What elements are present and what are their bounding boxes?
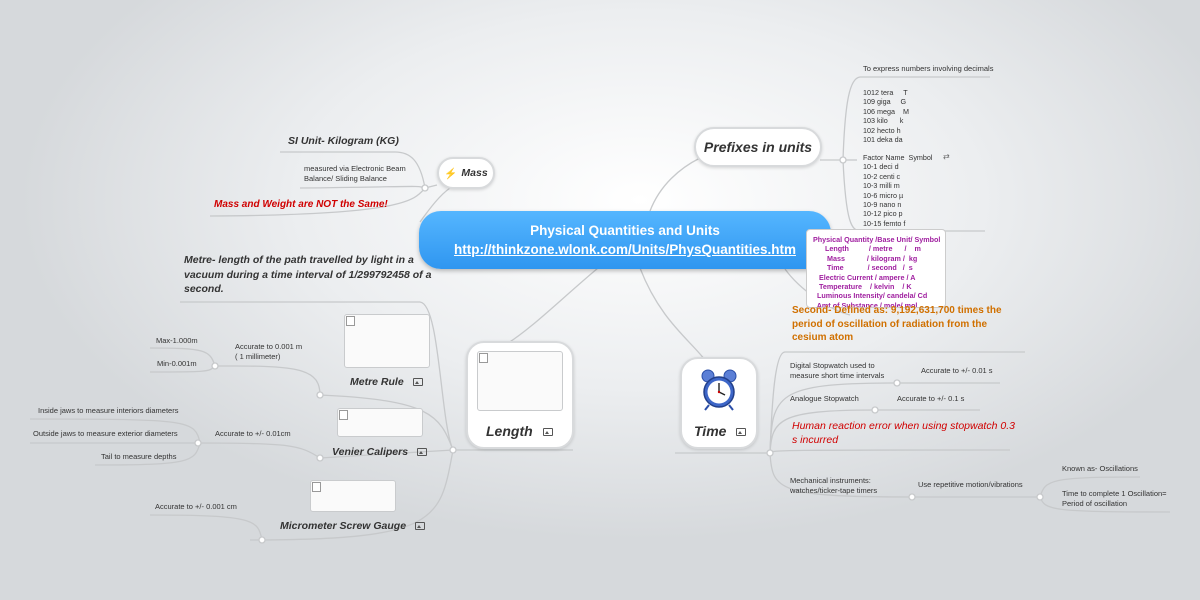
- prefixes-topic[interactable]: Prefixes in units: [694, 127, 822, 167]
- analogue-accuracy: Accurate to +/- 0.1 s: [897, 394, 965, 403]
- image-icon: [417, 448, 427, 457]
- oscillations-note: Known as- Oscillations: [1062, 464, 1138, 473]
- micrometer-accuracy: Accurate to +/- 0.001 cm: [155, 502, 237, 511]
- repetitive-motion: Use repetitive motion/vibrations: [918, 480, 1023, 489]
- time-label: Time: [694, 423, 727, 439]
- prefixes-small-list: Factor Name Symbol 10-1 deci d 10-2 cent…: [863, 153, 933, 228]
- analogue-stopwatch: Analogue Stopwatch: [790, 394, 859, 403]
- image-icon: [414, 522, 425, 531]
- micrometer-label: Micrometer Screw Gauge: [280, 520, 407, 532]
- metre-rule-max: Max-1.000m: [156, 336, 198, 345]
- lightning-icon: ⚡: [444, 167, 458, 180]
- mass-label: Mass: [461, 167, 488, 179]
- calipers-label: Venier Calipers: [332, 446, 409, 458]
- digital-stopwatch: Digital Stopwatch used to measure short …: [790, 361, 885, 380]
- micrometer-node[interactable]: Micrometer Screw Gauge: [280, 520, 425, 532]
- central-title: Physical Quantities and Units: [530, 223, 720, 238]
- calipers-use-tail: Tail to measure depths: [101, 452, 177, 461]
- calipers-use-inside: Inside jaws to measure interiors diamete…: [38, 406, 179, 415]
- prefixes-label: Prefixes in units: [703, 139, 813, 155]
- calipers-node[interactable]: Venier Calipers: [332, 446, 427, 458]
- prefixes-large-list: 1012 tera T 109 giga G 106 mega M 103 ki…: [863, 88, 909, 145]
- period-note: Time to complete 1 Oscillation= Period o…: [1062, 489, 1167, 508]
- central-link[interactable]: http://thinkzone.wlonk.com/Units/PhysQua…: [453, 242, 796, 257]
- mass-si-unit: SI Unit- Kilogram (KG): [288, 135, 399, 147]
- length-label: Length: [486, 423, 533, 439]
- metre-rule-accuracy: Accurate to 0.001 m ( 1 millimeter): [235, 342, 303, 361]
- mass-warning: Mass and Weight are NOT the Same!: [214, 199, 388, 210]
- length-topic[interactable]: Length: [466, 341, 574, 449]
- digital-accuracy: Accurate to +/- 0.01 s: [921, 366, 993, 375]
- metre-rule-node[interactable]: Metre Rule: [350, 376, 423, 388]
- image-icon: [736, 428, 747, 437]
- micrometer-image: [310, 480, 396, 512]
- metre-rule-image: [344, 314, 430, 368]
- central-topic[interactable]: Physical Quantities and Units http://thi…: [419, 211, 831, 269]
- human-error-note: Human reaction error when using stopwatc…: [792, 420, 1015, 446]
- time-topic[interactable]: Time: [680, 357, 758, 449]
- metre-rule-label: Metre Rule: [350, 376, 404, 388]
- image-icon: [542, 428, 553, 437]
- calipers-accuracy: Accurate to +/- 0.01cm: [215, 429, 291, 438]
- notes-icon: ⇄: [943, 152, 950, 161]
- second-definition: Second- Defined as: 9,192,631,700 times …: [792, 305, 1002, 343]
- alarm-clock-icon: [701, 369, 737, 411]
- mass-measured-note: measured via Electronic Beam Balance/ Sl…: [304, 164, 406, 183]
- image-icon: [412, 378, 423, 387]
- calipers-image: [337, 408, 423, 437]
- prefixes-intro: To express numbers involving decimals: [863, 64, 994, 73]
- length-image: [477, 351, 563, 411]
- metre-definition: Metre- length of the path travelled by l…: [184, 254, 432, 295]
- calipers-use-outside: Outside jaws to measure exterior diamete…: [33, 429, 178, 438]
- mechanical-instruments: Mechanical instruments: watches/ticker-t…: [790, 476, 878, 495]
- metre-rule-min: Min-0.001m: [157, 359, 197, 368]
- mass-topic[interactable]: ⚡ Mass: [437, 157, 495, 189]
- si-units-table: Physical Quantity /Base Unit/ Symbol Len…: [806, 229, 946, 308]
